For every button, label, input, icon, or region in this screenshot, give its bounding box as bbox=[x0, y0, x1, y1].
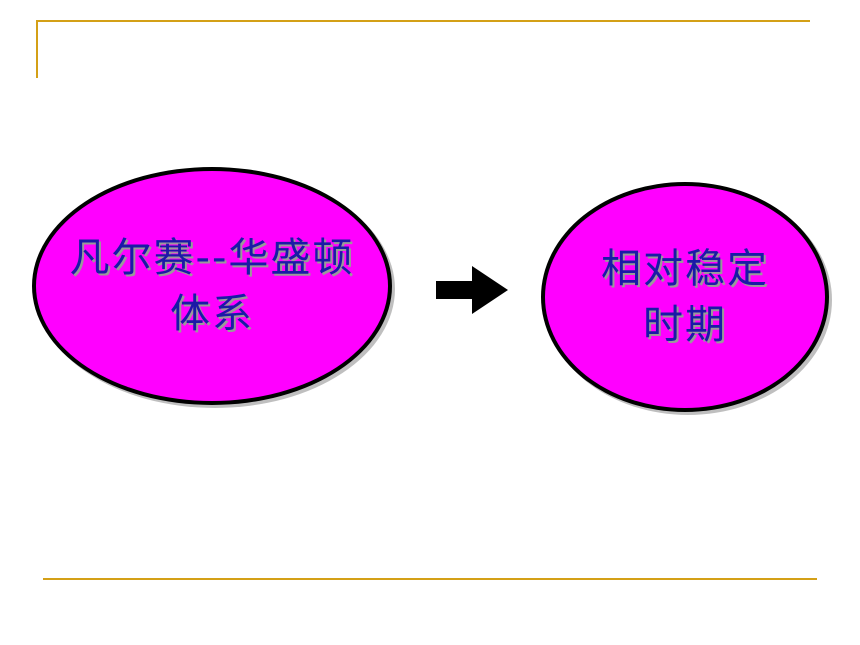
node-relative-stability-period: 相对稳定 时期 bbox=[541, 182, 829, 412]
node-versailles-washington-system: 凡尔赛--华盛顿 体系 bbox=[32, 167, 392, 405]
node-right-line2: 时期 bbox=[643, 302, 727, 348]
left-rule bbox=[36, 20, 38, 78]
bottom-rule bbox=[43, 578, 817, 580]
right-arrow-icon bbox=[436, 266, 508, 314]
node-right-line1: 相对稳定 bbox=[601, 246, 769, 292]
top-rule bbox=[36, 20, 810, 22]
node-left-line1: 凡尔赛--华盛顿 bbox=[69, 235, 355, 281]
node-left-line2: 体系 bbox=[170, 291, 254, 337]
